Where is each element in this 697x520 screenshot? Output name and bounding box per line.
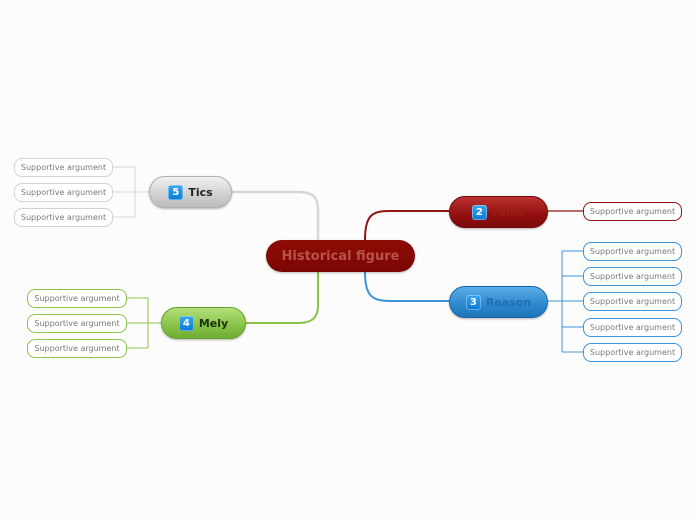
subtopic-reason-2[interactable]: Supportive argument bbox=[583, 267, 682, 286]
central-topic[interactable]: Historical figure bbox=[266, 240, 415, 272]
subtopic-reason-1[interactable]: Supportive argument bbox=[583, 242, 682, 261]
topic-fame[interactable]: 2 Fame bbox=[449, 196, 548, 228]
topic-label: Mely bbox=[198, 316, 229, 330]
subtopic-tics-2[interactable]: Supportive argument bbox=[14, 183, 113, 202]
subtopic-tics-1[interactable]: Supportive argument bbox=[14, 158, 113, 177]
subtopic-mely-1[interactable]: Supportive argument bbox=[27, 289, 127, 308]
subtopic-tics-3[interactable]: Supportive argument bbox=[14, 208, 113, 227]
priority-3-icon: 3 bbox=[465, 294, 481, 310]
topic-reason[interactable]: 3 Reason bbox=[449, 286, 548, 318]
topic-mely[interactable]: 4 Mely bbox=[161, 307, 246, 339]
subtopic-fame-1[interactable]: Supportive argument bbox=[583, 202, 682, 221]
central-topic-label: Historical figure bbox=[281, 248, 400, 264]
priority-2-icon: 2 bbox=[471, 204, 487, 220]
topic-label: Fame bbox=[491, 205, 526, 219]
topic-label: Reason bbox=[485, 295, 532, 309]
subtopic-reason-5[interactable]: Supportive argument bbox=[583, 343, 682, 362]
priority-5-icon: 5 bbox=[168, 184, 184, 200]
subtopic-mely-2[interactable]: Supportive argument bbox=[27, 314, 127, 333]
subtopic-reason-4[interactable]: Supportive argument bbox=[583, 318, 682, 337]
topic-label: Tics bbox=[188, 185, 213, 199]
topic-tics[interactable]: 5 Tics bbox=[149, 176, 232, 208]
subtopic-reason-3[interactable]: Supportive argument bbox=[583, 292, 682, 311]
subtopic-mely-3[interactable]: Supportive argument bbox=[27, 339, 127, 358]
priority-4-icon: 4 bbox=[178, 315, 194, 331]
